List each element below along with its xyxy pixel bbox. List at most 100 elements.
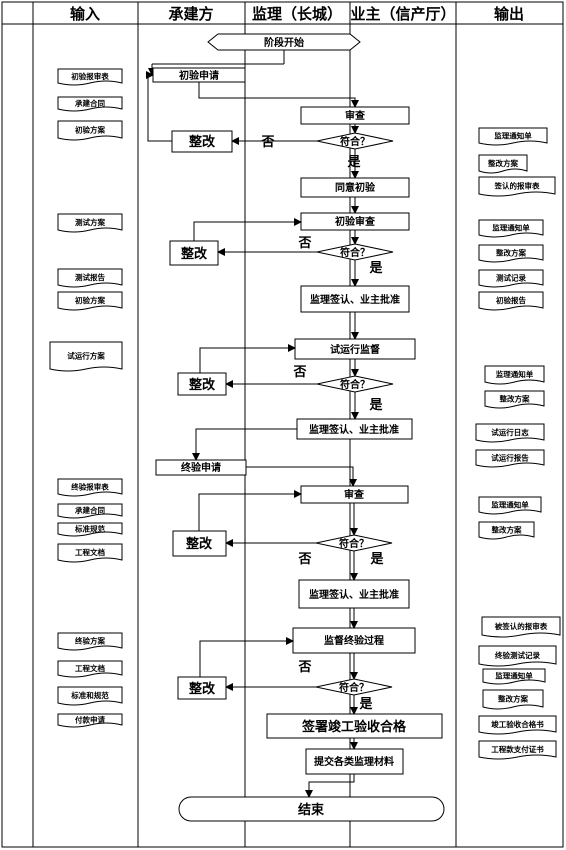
input-document-1: 初验报审表 [57,68,123,86]
input-document-label: 承建合同 [75,98,105,108]
output-document-16: 监理通知单 [482,668,546,685]
output-document-11: 试运行报告 [475,449,545,468]
input-document-label: 测试报告 [75,272,105,282]
output-document-shape [475,449,545,468]
input-document-13: 工程文档 [57,660,123,678]
rectify-box-4: 整改 [172,530,227,557]
output-document-shape [478,244,544,263]
rectify-box-2: 整改 [169,240,219,266]
start-node: 阶段开始 [207,33,361,51]
svg-text:整改: 整改 [188,681,216,697]
process-review-1: 审查 [300,106,410,125]
input-document-shape [57,120,123,141]
input-document-label: 付款申请 [75,715,105,725]
input-document-shape [57,213,123,233]
yes-label-2: 是 [368,261,383,276]
process-sign-completion: 签署竣工验收合格 [266,713,443,739]
svg-text:监理签认、业主批准: 监理签认、业主批准 [310,293,400,306]
process-approve-initial: 同意初验 [300,177,410,198]
output-document-label: 整改方案 [500,394,530,404]
output-document-6: 测试记录 [478,269,544,288]
input-document-shape [57,96,123,112]
input-document-shape [57,478,123,497]
output-document-14: 被签认的报审表 [481,616,561,638]
output-document-shape [484,390,545,409]
input-document-shape [57,543,123,563]
svg-text:监理签认、业主批准: 监理签认、业主批准 [309,423,399,436]
output-document-shape [478,740,557,760]
output-document-label: 初验报告 [496,295,526,305]
decision-4: 符合？ [315,534,393,552]
output-document-2: 整改方案 [478,154,528,174]
input-document-shape [57,632,123,651]
output-document-label: 监理通知单 [496,369,534,379]
svg-text:符合？: 符合？ [339,681,369,694]
process-initial-inspection: 初验审查 [300,212,410,231]
input-document-9: 承建合同 [57,503,123,519]
input-document-2: 承建合同 [57,96,123,112]
header-input: 输入 [70,5,100,23]
input-document-shape [57,268,123,288]
header-supervisor: 监理（长城） [252,5,342,23]
output-document-7: 初验报告 [478,291,544,311]
output-document-15: 终验测试记录 [478,645,557,667]
no-label-3: 否 [292,365,306,380]
svg-text:整改: 整改 [180,246,208,262]
output-document-label: 试运行日志 [491,427,529,437]
input-document-label: 初验方案 [75,125,105,135]
output-document-12: 监理通知单 [478,496,542,515]
output-document-label: 监理通知单 [491,500,529,510]
output-document-shape [478,269,544,288]
output-document-label: 监理通知单 [495,671,533,681]
output-document-9: 整改方案 [484,390,545,409]
input-document-label: 试运行方案 [67,351,105,361]
decision-1: 符合？ [316,132,394,150]
process-sign-approve-1: 监理签认、业主批准 [300,285,410,313]
input-document-label: 终验方案 [74,636,105,646]
no-label-4: 否 [297,552,311,567]
input-document-14: 标准和规范 [57,686,123,706]
svg-text:初验申请: 初验申请 [179,69,219,82]
input-document-label: 标准和规范 [70,690,109,700]
output-document-shape [478,154,528,174]
rectify-box-1: 整改 [171,130,233,153]
input-document-shape [57,713,123,728]
output-document-label: 监理通知单 [492,223,530,233]
process-initial-acceptance-request: 初验申请 [152,67,246,83]
svg-text:终验申请: 终验申请 [181,461,221,474]
input-document-label: 标准规范 [74,524,105,534]
svg-text:监督终验过程: 监督终验过程 [324,634,384,647]
output-document-13: 整改方案 [478,521,535,540]
output-document-1: 监理通知单 [478,127,548,146]
output-document-17: 整改方案 [482,689,544,710]
svg-text:阶段开始: 阶段开始 [264,36,304,49]
input-document-shape [57,686,123,706]
output-document-shape [481,616,561,638]
input-document-4: 测试方案 [57,213,123,233]
input-document-label: 终验报审表 [70,482,109,492]
output-document-label: 整改方案 [488,158,518,168]
input-document-label: 工程文档 [75,663,105,673]
process-supervise-final: 监督终验过程 [292,627,416,654]
yes-label-5: 是 [358,697,373,712]
output-document-label: 签认的报审表 [494,181,540,191]
svg-text:签署竣工验收合格: 签署竣工验收合格 [301,719,407,735]
end-node: 结束 [178,796,445,822]
output-document-19: 工程款支付证书 [478,740,557,760]
svg-text:符合？: 符合？ [340,378,370,391]
process-review-2: 审查 [300,485,409,504]
input-document-11: 工程文档 [57,543,123,563]
output-document-shape [478,176,556,197]
input-document-shape [57,522,123,537]
input-document-7: 试运行方案 [49,341,123,372]
output-document-label: 整改方案 [492,525,522,535]
no-label-1: 否 [260,135,274,150]
output-document-shape [475,423,545,443]
output-document-label: 整改方案 [496,248,526,258]
rectify-box-3: 整改 [177,372,227,396]
input-document-shape [57,660,123,678]
rectify-box-5: 整改 [177,676,227,700]
process-final-acceptance-request: 终验申请 [155,459,247,476]
svg-text:提交各类监理材料: 提交各类监理材料 [314,755,394,768]
